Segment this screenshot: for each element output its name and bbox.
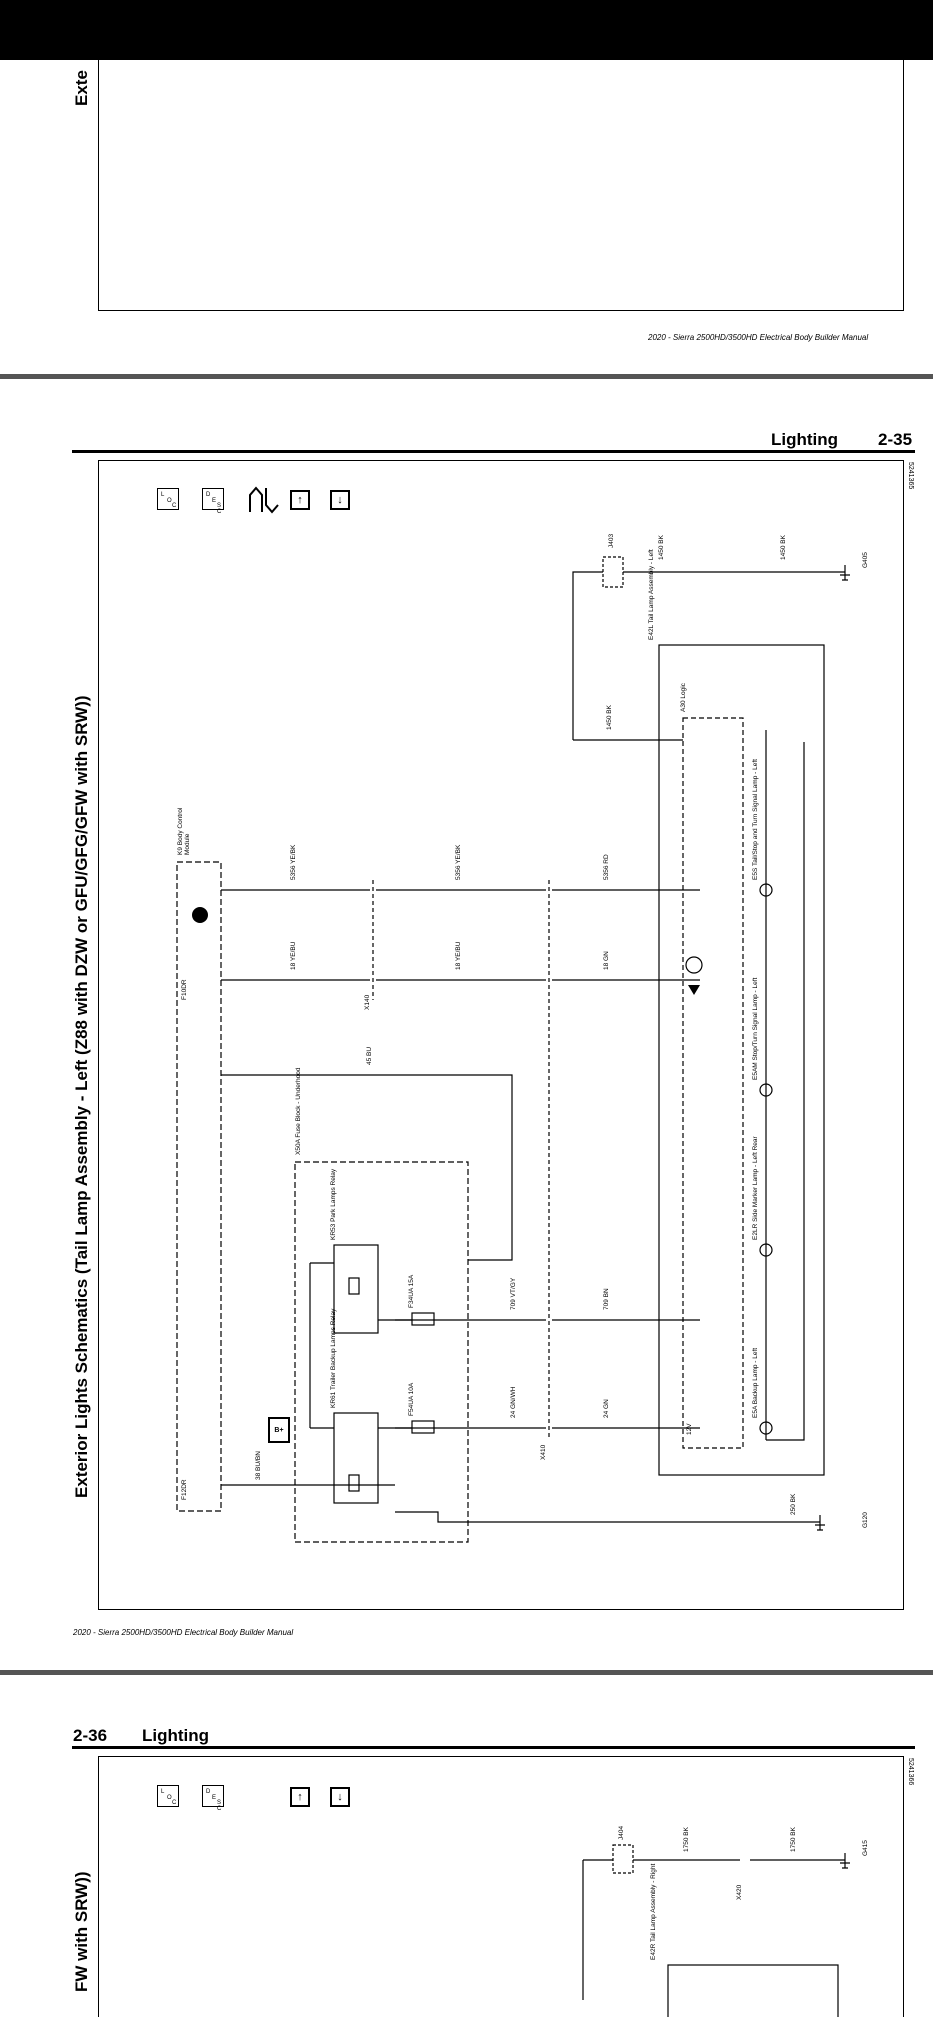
next-header-rule <box>72 1746 915 1749</box>
next-page-number: 2-36 <box>73 1726 108 1745</box>
top-black-bar <box>0 0 933 60</box>
next-section-title: Lighting <box>142 1726 210 1745</box>
page-number: 2-35 <box>878 430 913 449</box>
header-rule <box>72 450 915 453</box>
down-arrow-icon[interactable]: ↓ <box>330 490 350 510</box>
next-tail-lamp-label: E42R Tail Lamp Assembly - Right <box>650 1863 657 1960</box>
next-down-arrow-icon[interactable]: ↓ <box>330 1787 350 1807</box>
page-divider-1 <box>0 374 933 379</box>
page-footer: 2020 - Sierra 2500HD/3500HD Electrical B… <box>73 1628 294 1637</box>
section-title: Lighting <box>771 430 839 449</box>
schematic-frame <box>98 460 904 1610</box>
up-arrow-icon[interactable]: ↑ <box>290 490 310 510</box>
wire-label: 1750 BK <box>683 1827 690 1852</box>
prev-page-frame <box>98 60 904 311</box>
prev-page-footer: 2020 - Sierra 2500HD/3500HD Electrical B… <box>648 333 869 342</box>
x420-label: X420 <box>736 1884 743 1900</box>
next-schematic-frame <box>98 1756 904 2017</box>
wire-label: 1750 BK <box>790 1827 797 1852</box>
next-up-arrow-icon[interactable]: ↑ <box>290 1787 310 1807</box>
battery-positive-label: B+ <box>268 1417 290 1443</box>
page-divider-2 <box>0 1670 933 1675</box>
j404-label: J404 <box>618 1825 625 1840</box>
g415-label: G415 <box>862 1840 869 1856</box>
